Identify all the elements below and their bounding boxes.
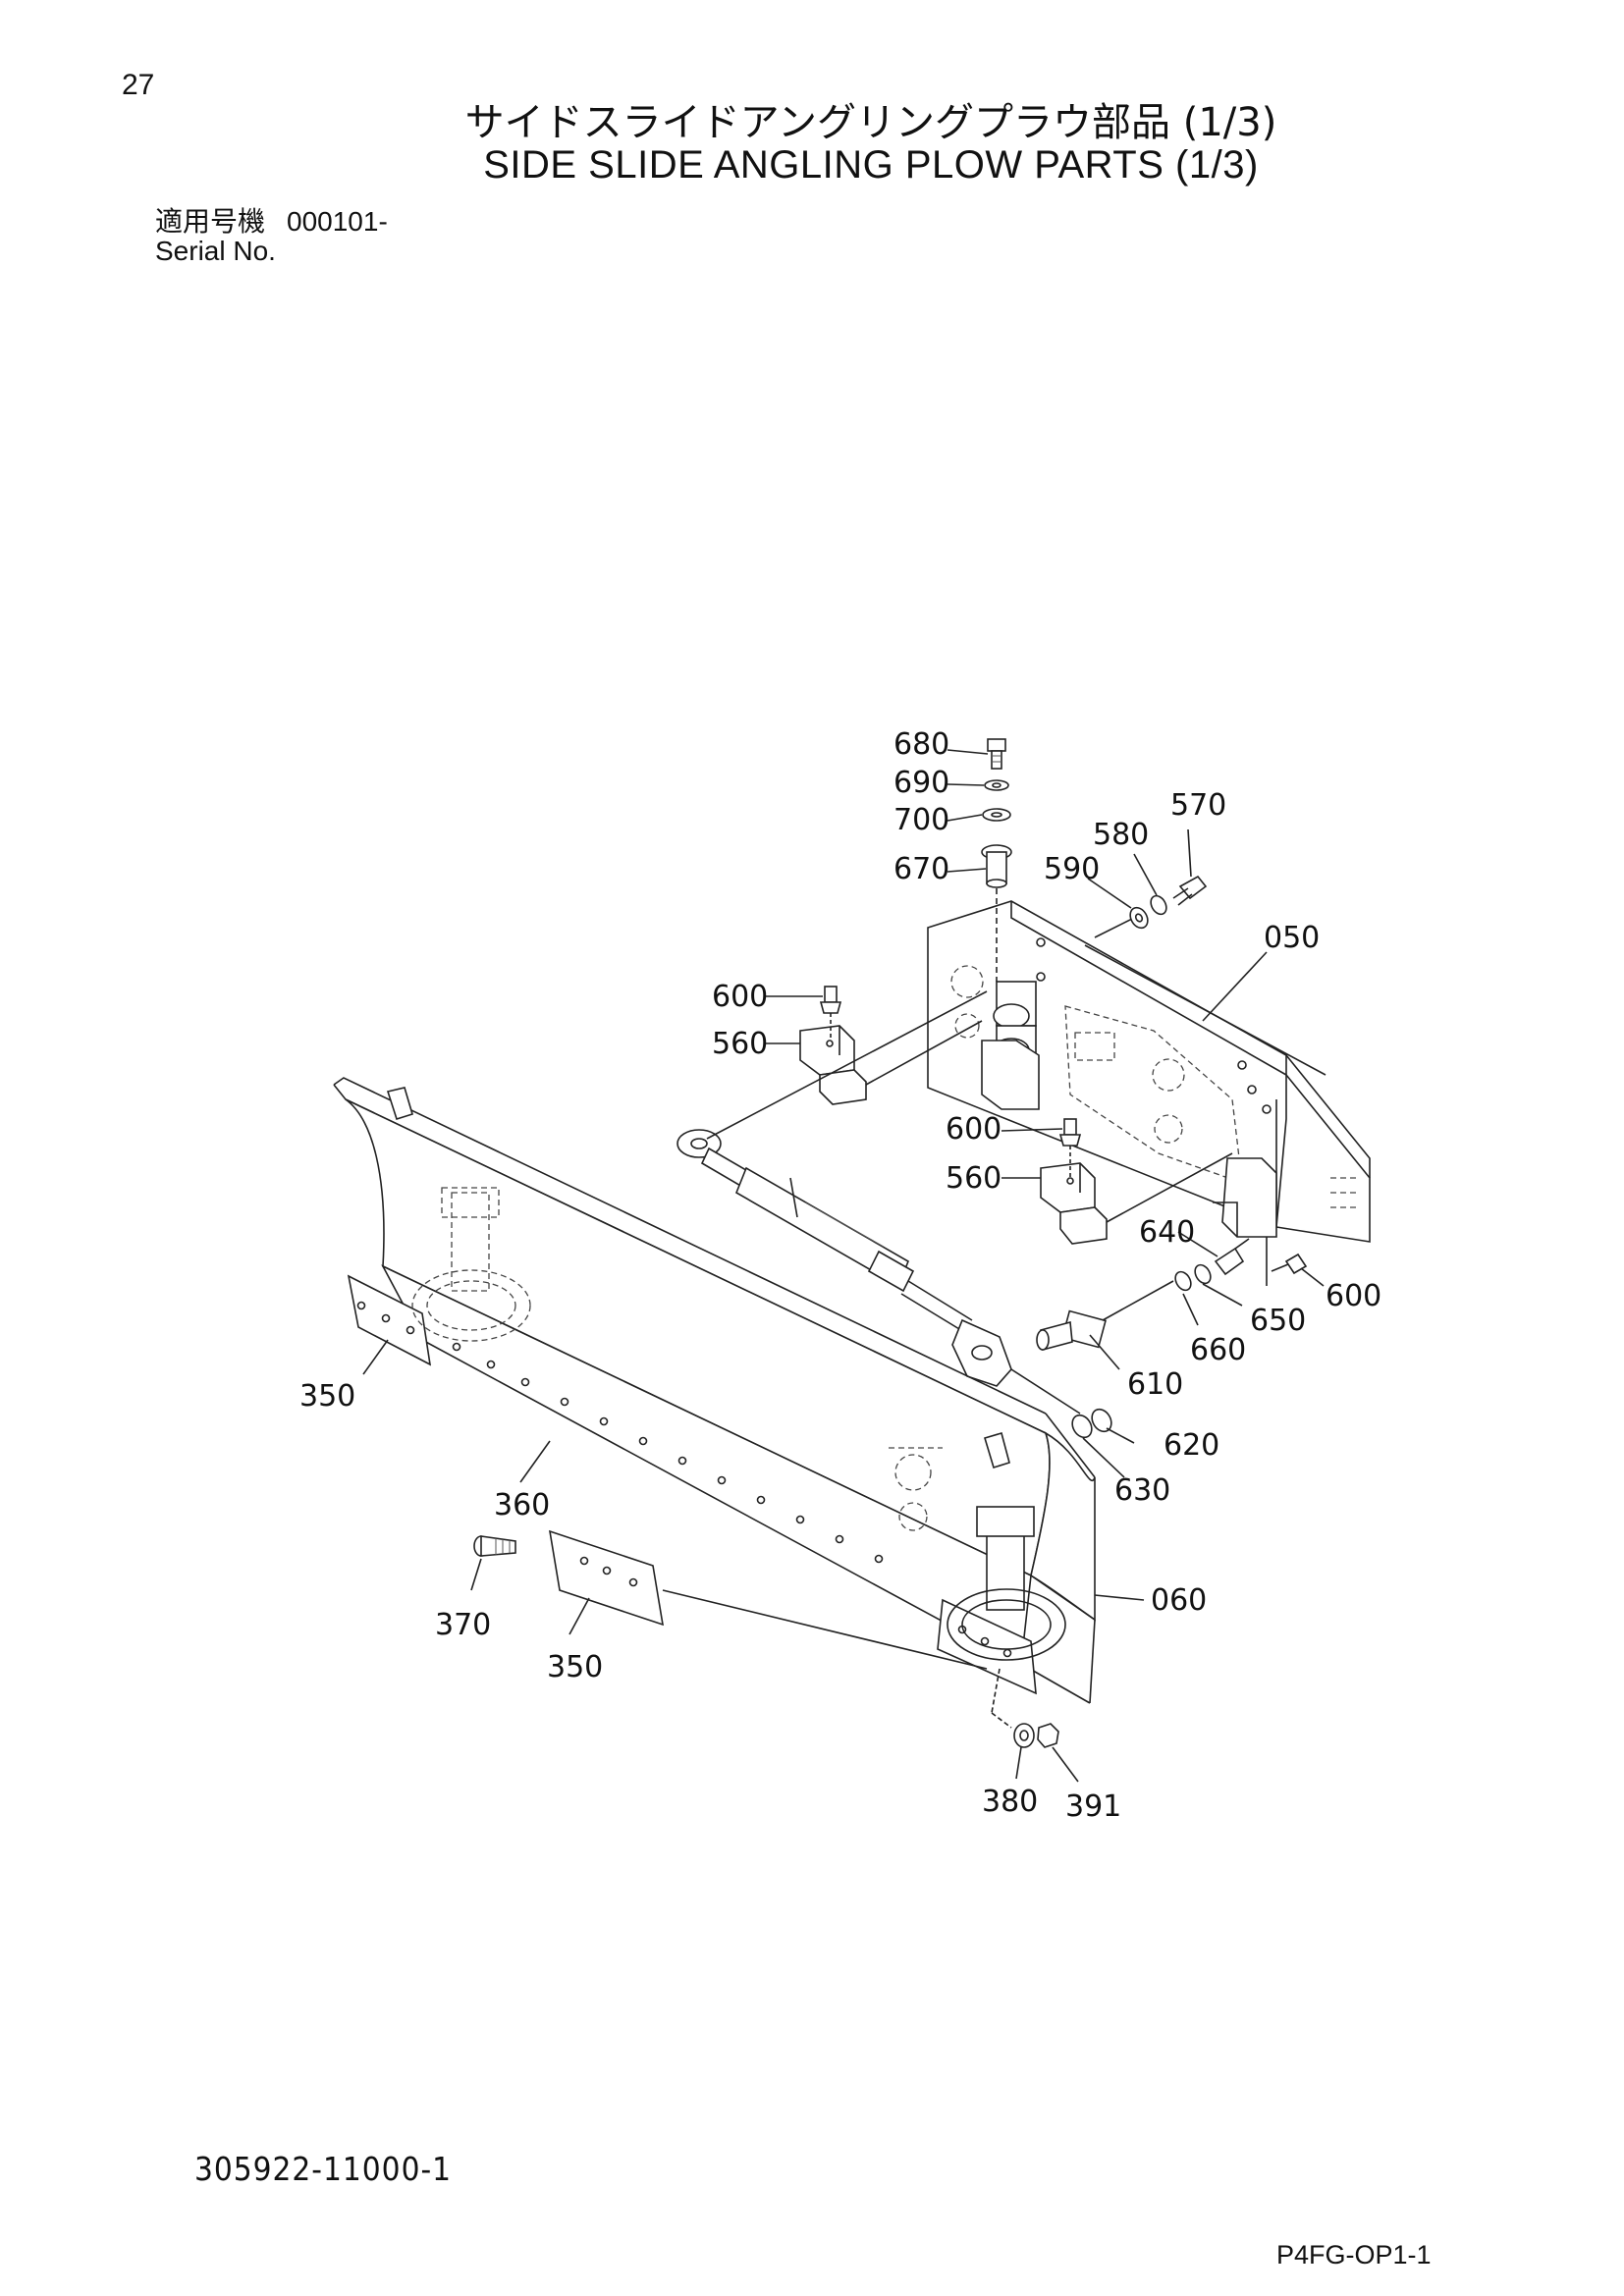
part-label-620: 620 [1164, 1428, 1219, 1463]
part-label-380: 380 [982, 1785, 1038, 1819]
part-label-391: 391 [1065, 1789, 1121, 1824]
slide-block-upper [799, 986, 867, 1105]
part-label-350-left: 350 [299, 1379, 355, 1414]
part-label-350-lower: 350 [547, 1650, 603, 1684]
serial-label-japanese: 適用号機 [155, 205, 266, 238]
part-number-labels: 680 690 700 670 570 580 590 050 600 560 … [299, 727, 1381, 1824]
part-label-360: 360 [494, 1488, 550, 1522]
cylinder-washers [1071, 1408, 1112, 1439]
drawing-number: 305922-11000-1 [194, 2150, 453, 2188]
part-label-690: 690 [893, 766, 949, 800]
part-label-050: 050 [1264, 921, 1320, 955]
part-label-600-right: 600 [1326, 1279, 1381, 1313]
frame-bolt-set [1174, 1237, 1308, 1292]
part-label-590: 590 [1044, 852, 1100, 886]
part-label-640: 640 [1139, 1215, 1195, 1250]
part-label-560-lower: 560 [946, 1161, 1001, 1196]
slide-block-lower [1040, 1118, 1108, 1245]
plow-blade [333, 1077, 1096, 1704]
pivot-pin-stack [981, 738, 1012, 982]
part-label-660: 660 [1190, 1333, 1246, 1367]
part-label-680: 680 [893, 727, 949, 762]
loose-bit-and-bolt [473, 1529, 988, 1670]
side-bolt-set [1129, 875, 1208, 930]
part-label-600-upper: 600 [712, 980, 768, 1014]
page-title-japanese: サイドスライドアングリングプラウ部品 (1/3) [464, 100, 1277, 145]
sheet-code: P4FG-OP1-1 [1276, 2240, 1432, 2269]
blade-nut-washer [991, 1668, 1059, 1748]
part-label-060: 060 [1151, 1583, 1207, 1618]
part-label-580: 580 [1093, 818, 1149, 852]
leader-lines [362, 749, 1325, 1783]
plow-frame [927, 900, 1371, 1243]
hydraulic-cylinder [677, 1129, 1107, 1387]
part-label-650: 650 [1250, 1304, 1306, 1338]
serial-value: 000101- [287, 206, 388, 237]
part-label-610: 610 [1127, 1367, 1183, 1402]
serial-line-japanese: 適用号機 000101- [155, 200, 388, 240]
part-label-630: 630 [1114, 1473, 1170, 1508]
part-label-370: 370 [435, 1608, 491, 1642]
serial-label-english: Serial No. [155, 236, 276, 266]
page-title-english: SIDE SLIDE ANGLING PLOW PARTS (1/3) [483, 143, 1259, 187]
page-number: 27 [122, 69, 155, 101]
part-label-670: 670 [893, 852, 949, 886]
part-label-700: 700 [893, 803, 949, 837]
part-label-570: 570 [1170, 788, 1226, 823]
part-label-600-middle: 600 [946, 1112, 1001, 1147]
part-label-560-upper: 560 [712, 1027, 768, 1061]
